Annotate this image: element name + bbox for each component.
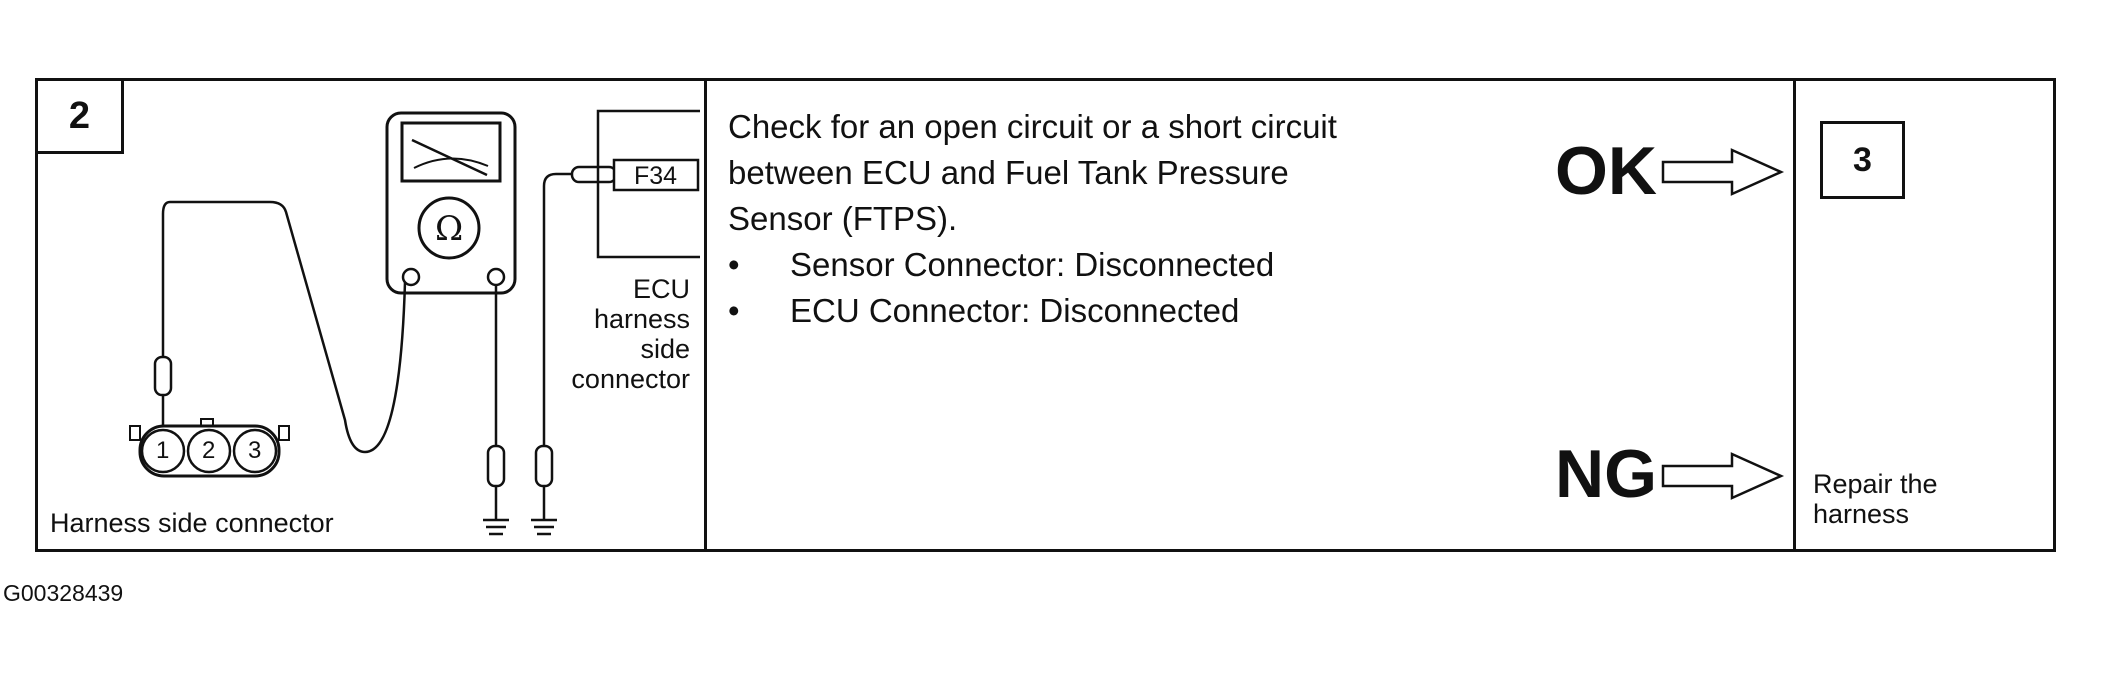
meter-terminal-right — [486, 267, 506, 287]
ok-label: OK — [1555, 133, 1657, 209]
column-divider-2 — [1793, 78, 1796, 552]
figure-code: G00328439 — [3, 580, 124, 606]
test-lead-to-pin-1 — [161, 200, 407, 454]
test-lead-to-ecu — [542, 172, 574, 446]
pin-2-label: 2 — [202, 437, 216, 464]
ohm-symbol: Ω — [435, 209, 464, 249]
procedure-table — [35, 78, 2056, 552]
bullet-item: •ECU Connector: Disconnected — [728, 288, 1337, 334]
ecu-connector-label: F34 — [634, 162, 678, 190]
ohm-dial — [417, 196, 481, 260]
meter-needle — [411, 138, 488, 177]
probe-ground-2 — [534, 444, 554, 488]
meter-display — [400, 121, 502, 183]
probe-ground-1 — [486, 444, 506, 488]
ground-icon — [483, 518, 509, 536]
step-number-box: 2 — [35, 78, 124, 154]
probe-pin-1 — [153, 355, 173, 397]
pin-3-label: 3 — [248, 437, 262, 464]
column-divider-1 — [704, 78, 707, 552]
ecu-box — [596, 109, 700, 259]
harness-side-label: Harness side connector — [50, 508, 334, 538]
arrow-icon — [1661, 148, 1785, 196]
probe-ecu — [570, 165, 618, 184]
next-step-number: 3 — [1853, 140, 1872, 179]
bullet-item: •Sensor Connector: Disconnected — [728, 242, 1337, 288]
bullet-dot: • — [728, 246, 740, 283]
meter-terminal-left — [401, 267, 421, 287]
instruction-line: between ECU and Fuel Tank Pressure — [728, 154, 1289, 191]
repair-action: Repair the harness — [1813, 469, 1938, 529]
arrow-icon — [1661, 452, 1785, 500]
ecu-harness-label: ECU harness side connector — [571, 274, 690, 394]
step-number: 2 — [68, 94, 91, 137]
ng-label: NG — [1555, 436, 1657, 512]
instruction-line: Check for an open circuit or a short cir… — [728, 108, 1337, 145]
instructions: Check for an open circuit or a short cir… — [728, 104, 1337, 334]
instruction-line: Sensor (FTPS). — [728, 200, 958, 237]
bullet-dot: • — [728, 292, 740, 329]
ecu-connector — [612, 158, 700, 192]
ground-icon — [531, 518, 557, 536]
meter-scale — [413, 157, 489, 169]
pin-1-label: 1 — [156, 437, 170, 464]
harness-connector — [129, 418, 290, 478]
next-step-box: 3 — [1820, 121, 1905, 199]
